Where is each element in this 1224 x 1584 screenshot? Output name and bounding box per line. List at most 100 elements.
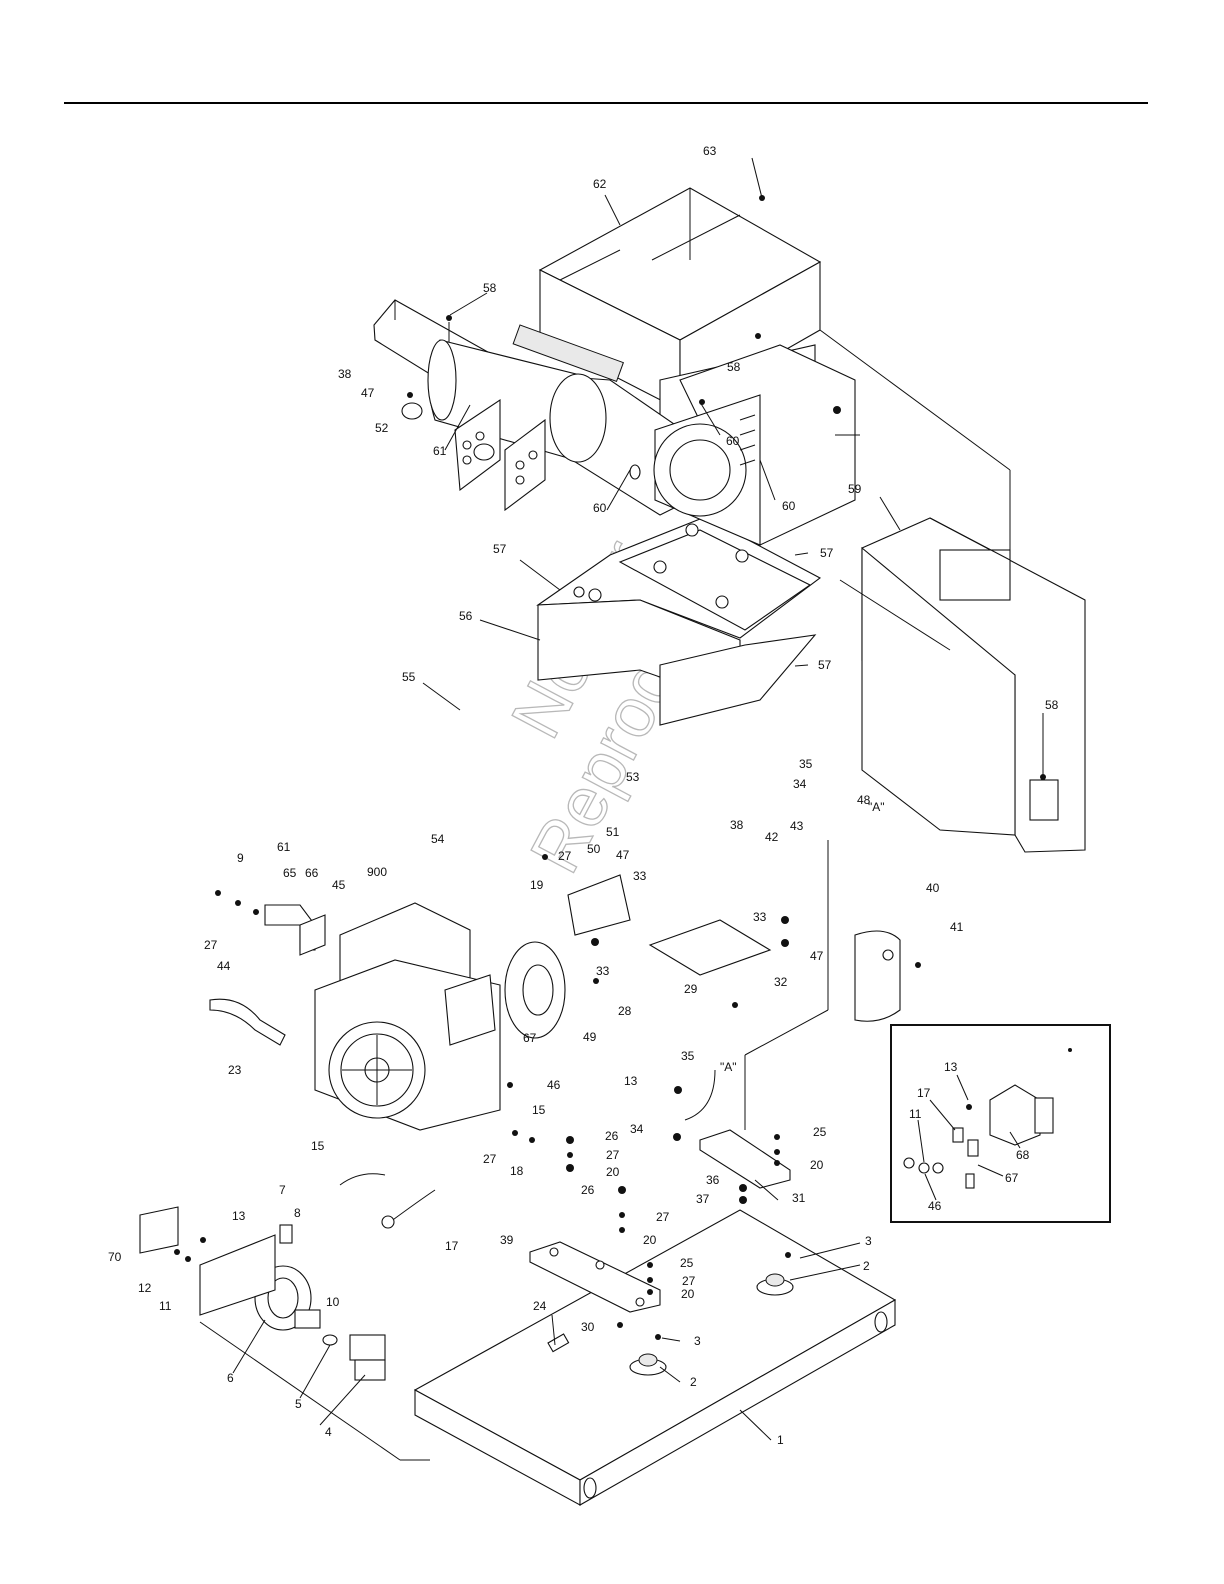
callout-60a: 60 [726,434,740,448]
callout-18: 18 [510,1164,524,1178]
callout-27b: 27 [558,849,572,863]
callout-32: 32 [774,975,788,989]
grommet-60 [629,464,641,480]
callout-3b: 3 [694,1334,701,1348]
callout-27e: 27 [656,1210,670,1224]
callout-31: 31 [792,1191,806,1205]
callout-37: 37 [696,1192,710,1206]
inset-callout-17: 17 [917,1086,931,1100]
callout-47a: 47 [361,386,375,400]
callout-11: 11 [159,1299,172,1313]
bracket-32 [648,919,772,976]
callout-13b: 13 [624,1074,638,1088]
detail-a-label: "A" [868,800,885,814]
callout-12: 12 [138,1281,152,1295]
callout-57c: 57 [818,658,832,672]
callout-49: 49 [583,1030,597,1044]
callout-44: 44 [217,959,231,973]
alternator-cover-40 [854,930,901,1022]
callout-17: 17 [445,1239,459,1253]
callout-47c: 47 [810,949,824,963]
callout-27a: 27 [204,938,218,952]
bracket-7 [199,1234,276,1316]
callout-900: 900 [367,865,387,879]
callout-4: 4 [325,1425,332,1439]
callout-35a: 35 [799,757,813,771]
callout-25b: 25 [813,1125,827,1139]
inset-callout-67: 67 [1005,1171,1019,1185]
adapter-plate-49 [504,941,566,1039]
bracket-19 [567,874,631,936]
callout-36: 36 [706,1173,720,1187]
callout-65: 65 [283,866,297,880]
callout-56: 56 [459,609,473,623]
mounting-rail-31 [699,1129,791,1189]
muffler-bracket-54 [401,398,546,512]
wire-35 [684,1069,716,1121]
callout-35b: 35 [681,1049,695,1063]
callout-63: 63 [703,144,717,158]
inset-callout-68: 68 [1016,1148,1030,1162]
fastener-dots [174,195,1046,1340]
callout-61a: 61 [433,444,447,458]
callout-58b: 58 [727,360,741,374]
callout-19: 19 [530,878,544,892]
intake-panels-57 [536,516,822,639]
callout-38a: 38 [338,367,352,381]
solenoid-valve-4 [349,1334,386,1381]
wire-17 [381,1189,436,1229]
callout-47b: 47 [616,848,630,862]
callout-6: 6 [227,1371,234,1385]
callout-33a: 33 [633,869,647,883]
callout-57a: 57 [493,542,507,556]
callout-20a: 20 [606,1165,620,1179]
callout-61b: 61 [277,840,291,854]
callout-40: 40 [926,881,940,895]
vibration-mount-2 [629,1273,794,1376]
callout-62: 62 [593,177,607,191]
fitting-5 [322,1334,338,1346]
label-70 [139,1206,179,1254]
baffle-56 [537,599,817,726]
bracket-45 [264,904,326,956]
hose-23 [209,998,286,1046]
callout-42: 42 [765,830,779,844]
callout-30: 30 [581,1320,595,1334]
callout-20d: 20 [810,1158,824,1172]
callout-20c: 20 [681,1287,695,1301]
callout-24: 24 [533,1299,547,1313]
callout-25a: 25 [680,1256,694,1270]
callout-26a: 26 [605,1129,619,1143]
callout-58c: 58 [1045,698,1059,712]
leader-lines [199,157,1044,1461]
callout-5: 5 [295,1397,302,1411]
detail-a-label-2: "A" [720,1060,737,1074]
inset-switch-68 [989,1084,1054,1146]
callout-27c: 27 [483,1152,497,1166]
callout-58a: 58 [483,281,497,295]
callout-34a: 34 [793,777,807,791]
callout-67: 67 [523,1031,537,1045]
callout-57b: 57 [820,546,834,560]
callout-27d: 27 [606,1148,620,1162]
mounting-rail-39 [529,1241,661,1313]
wire-15 [339,1173,386,1186]
callout-29: 29 [684,982,698,996]
callout-34b: 34 [630,1122,644,1136]
callout-48: 48 [857,793,871,807]
callout-2b: 2 [690,1375,697,1389]
callout-66: 66 [305,866,319,880]
callout-60c: 60 [782,499,796,513]
callout-2a: 2 [863,1259,870,1273]
callout-33c: 33 [596,964,610,978]
engine-900 [314,902,501,1131]
callout-55: 55 [402,670,416,684]
callout-43: 43 [790,819,804,833]
inset-callout-11: 11 [909,1107,922,1121]
callout-33b: 33 [753,910,767,924]
callout-15a: 15 [532,1103,546,1117]
callout-46: 46 [547,1078,561,1092]
callout-9: 9 [237,851,244,865]
